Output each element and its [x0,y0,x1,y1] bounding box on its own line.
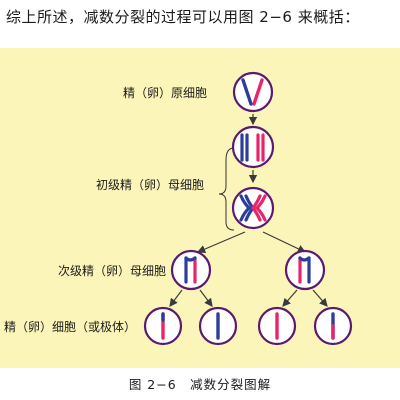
cell-gamete-3 [257,306,297,346]
chromosomes-primordial [241,78,264,106]
arrow-to-gamete-4 [312,289,328,307]
arrow-to-gamete-1 [169,289,183,307]
flow-arrows [169,114,328,307]
cell-primary-crossover [231,186,275,230]
label-gamete-cells: 精（卵）细胞（或极体） [4,320,137,334]
chromosomes-primary-crossover [239,194,267,222]
chromosomes-primary-replicated [240,133,265,162]
label-primordial-cell: 精（卵）原细胞 [123,86,208,100]
cell-secondary-right [284,249,326,291]
chromosomes-secondary-left [184,256,197,284]
chromosomes-secondary-right [298,256,311,284]
cell-secondary-left [170,249,212,291]
cell-gamete-4 [313,306,353,346]
cell-gamete-1 [143,306,183,346]
cell-gamete-2 [198,306,238,346]
primary-stage-bracket [218,147,235,231]
intro-text: 综上所述，减数分裂的过程可以用图 2−6 来概括： [6,8,360,26]
arrow-to-gamete-2 [199,289,213,307]
figure-caption: 图 2−6 减数分裂图解 [128,377,272,392]
cell-primary-replicated [231,125,275,169]
cell-primordial [232,71,274,113]
arrow-to-gamete-3 [282,289,298,307]
label-secondary-cell: 次级精（卵）母细胞 [58,264,167,278]
arrow-to-secondary-right [262,231,307,253]
label-primary-cell: 初级精（卵）母细胞 [96,178,205,192]
arrow-to-secondary-left [196,231,246,254]
